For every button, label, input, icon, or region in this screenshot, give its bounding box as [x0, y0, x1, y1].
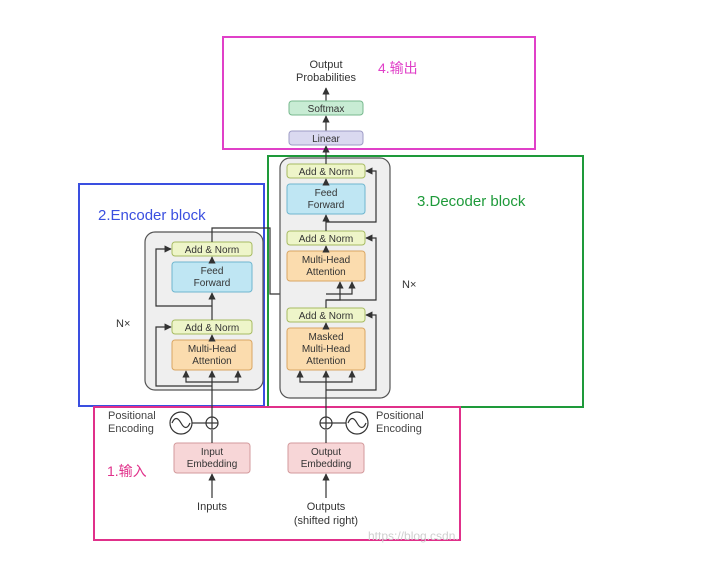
encoder-add-icon: [205, 416, 219, 430]
encoder-add-norm-bottom-label: Add & Norm: [185, 323, 239, 334]
encoder-feed-forward-label-2: Forward: [194, 278, 231, 289]
decoder-masked-label-1: Masked: [308, 332, 343, 343]
encoder-nx-label: N×: [116, 318, 130, 330]
decoder-annotation-label: 3.Decoder block: [417, 193, 526, 210]
decoder-sine-wave-icon: [345, 411, 369, 435]
input-annotation-frame: [93, 406, 461, 541]
output-annotation-label: 4.输出: [378, 60, 418, 76]
inputs-label: Inputs: [197, 501, 227, 513]
output-probabilities-label-2: Probabilities: [296, 72, 356, 84]
encoder-feed-forward-label-1: Feed: [201, 266, 224, 277]
softmax-label: Softmax: [308, 104, 345, 115]
linear-label: Linear: [312, 134, 340, 145]
decoder-feed-forward-label-2: Forward: [308, 200, 345, 211]
outputs-label-2: (shifted right): [294, 515, 358, 527]
decoder-add-icon: [319, 416, 333, 430]
decoder-masked-label-2: Multi-Head: [302, 344, 350, 355]
decoder-masked-label-3: Attention: [306, 356, 345, 367]
decoder-connections: [296, 87, 377, 400]
softmax-box: [288, 100, 364, 116]
decoder-add-norm-middle-label: Add & Norm: [299, 234, 353, 245]
encoder-positional-encoding-label-2: Encoding: [108, 423, 154, 435]
decoder-attention-label-1: Multi-Head: [302, 255, 350, 266]
decoder-add-norm-top-label: Add & Norm: [299, 167, 353, 178]
decoder-nx-label: N×: [402, 279, 416, 291]
encoder-attention-label-1: Multi-Head: [188, 344, 236, 355]
input-embedding-label-2: Embedding: [187, 459, 238, 470]
watermark-text: https://blog.csdn.: [368, 529, 459, 543]
output-embedding-label-1: Output: [311, 447, 341, 458]
encoder-sine-wave-icon: [169, 411, 193, 435]
linear-box: [288, 130, 364, 146]
outputs-label-1: Outputs: [307, 501, 346, 513]
encoder-attention-label-2: Attention: [192, 356, 231, 367]
encoder-add-norm-top-label: Add & Norm: [185, 245, 239, 256]
input-connections: [208, 392, 330, 498]
encoder-connections: [155, 227, 324, 392]
decoder-positional-encoding-label-2: Encoding: [376, 423, 422, 435]
decoder-add-norm-bottom-label: Add & Norm: [299, 311, 353, 322]
input-annotation-label: 1.输入: [107, 463, 147, 479]
decoder-positional-encoding-label-1: Positional: [376, 410, 424, 422]
output-probabilities-label-1: Output: [309, 59, 342, 71]
output-embedding-label-2: Embedding: [301, 459, 352, 470]
encoder-positional-encoding-label-1: Positional: [108, 410, 156, 422]
output-annotation-frame: [222, 36, 536, 150]
input-embedding-label-1: Input: [201, 447, 223, 458]
encoder-annotation-label: 2.Encoder block: [98, 207, 206, 224]
decoder-attention-label-2: Attention: [306, 267, 345, 278]
decoder-feed-forward-label-1: Feed: [315, 188, 338, 199]
